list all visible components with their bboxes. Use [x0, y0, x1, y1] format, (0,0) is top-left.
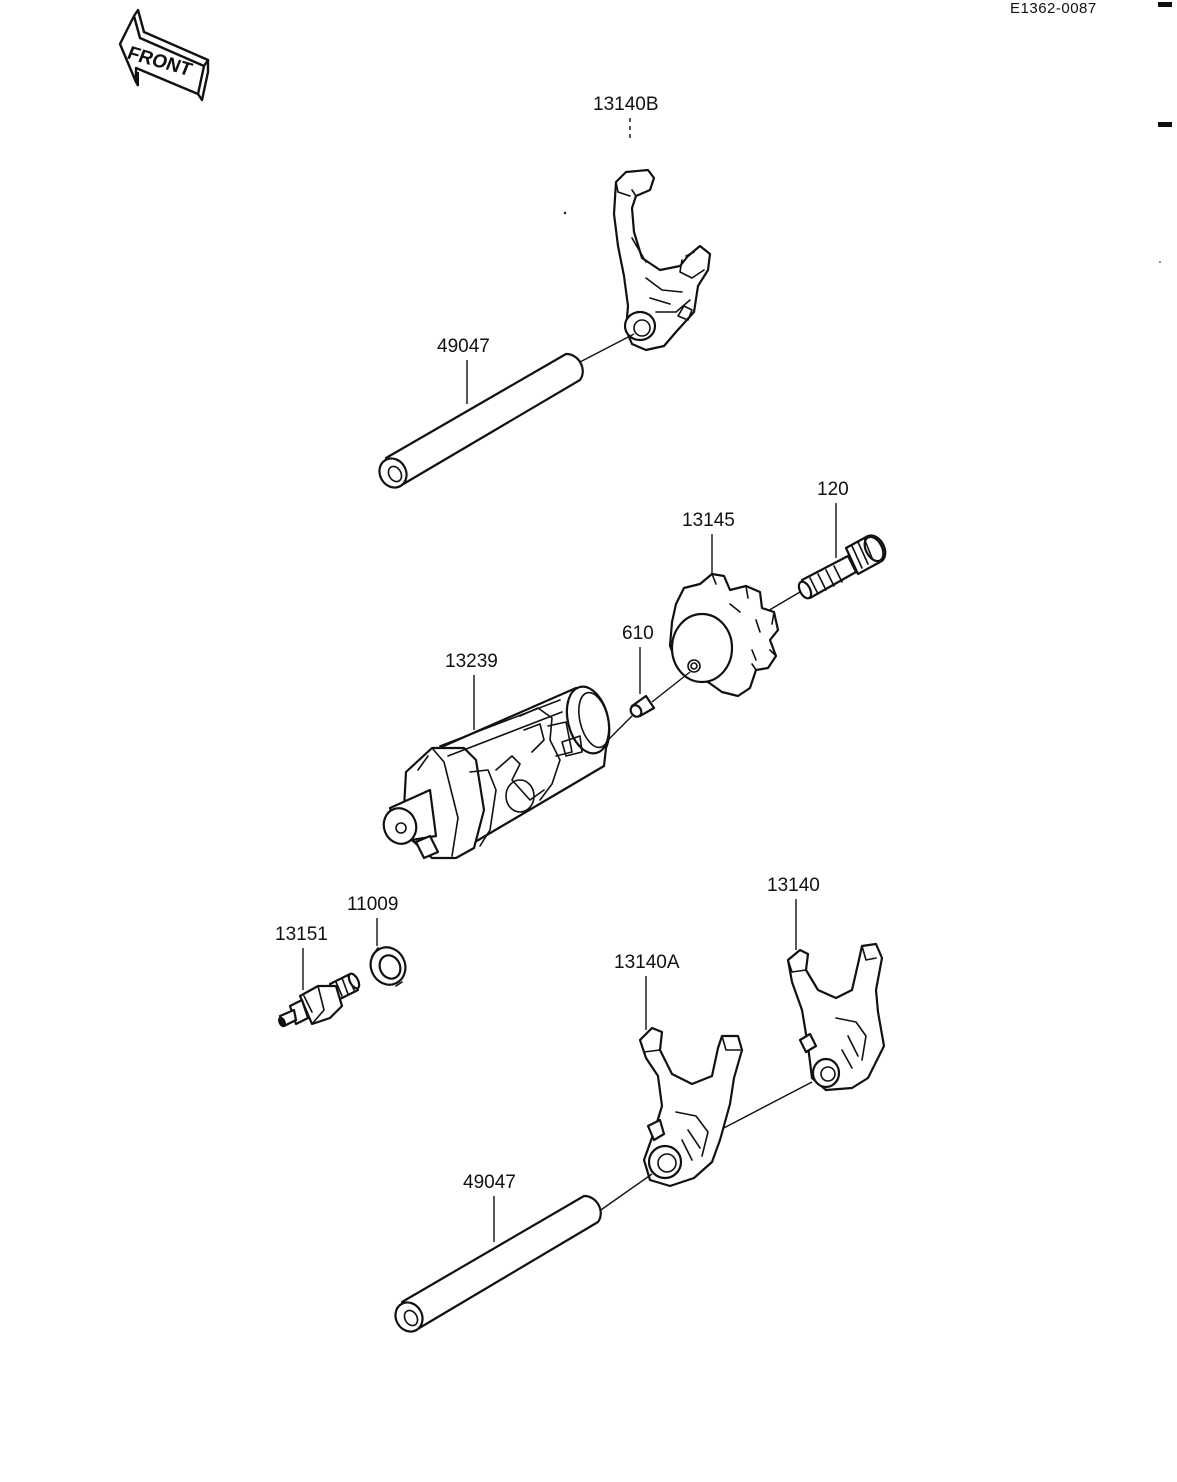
part-label-13140b: 13140B	[593, 94, 659, 115]
leader-fork-a-to-fork	[719, 1081, 813, 1131]
drawing-id: E1362-0087	[1010, 0, 1097, 17]
leader-drum-to-pin	[607, 715, 633, 741]
part-label-49047-upper: 49047	[437, 336, 490, 357]
part-label-120: 120	[817, 479, 849, 500]
margin-mark-middle	[1158, 122, 1172, 127]
shift-rod-upper	[378, 352, 584, 489]
part-label-49047-lower: 49047	[463, 1172, 516, 1193]
leader-shaft-to-fork-a	[597, 1173, 653, 1213]
leader-bolt-to-cam	[765, 591, 801, 613]
pin-610	[629, 694, 656, 718]
part-label-13140: 13140	[767, 875, 820, 896]
neutral-switch-13151	[278, 972, 361, 1028]
leader-pin-to-cam	[651, 671, 691, 703]
part-label-11009: 11009	[347, 894, 398, 915]
part-label-610: 610	[622, 623, 654, 644]
margin-mark-top	[1158, 2, 1172, 7]
front-arrow-icon: FRONT	[116, 8, 210, 102]
shift-drum-13239	[382, 685, 611, 860]
washer-11009	[369, 946, 407, 987]
shift-fork-13140a	[638, 1026, 744, 1188]
shift-rod-lower	[394, 1194, 602, 1333]
part-label-13140a: 13140A	[614, 952, 680, 973]
part-label-13239: 13239	[445, 651, 498, 672]
part-label-13145: 13145	[682, 510, 735, 531]
part-label-13151: 13151	[275, 924, 328, 945]
leader-shaft-to-fork-b	[579, 333, 635, 363]
bolt-120	[797, 534, 887, 600]
drum-cam-13145	[668, 572, 780, 698]
shift-fork-13140	[786, 942, 886, 1092]
scan-speck	[563, 211, 567, 215]
shift-fork-13140b	[612, 168, 712, 352]
scan-speck	[1159, 261, 1161, 263]
